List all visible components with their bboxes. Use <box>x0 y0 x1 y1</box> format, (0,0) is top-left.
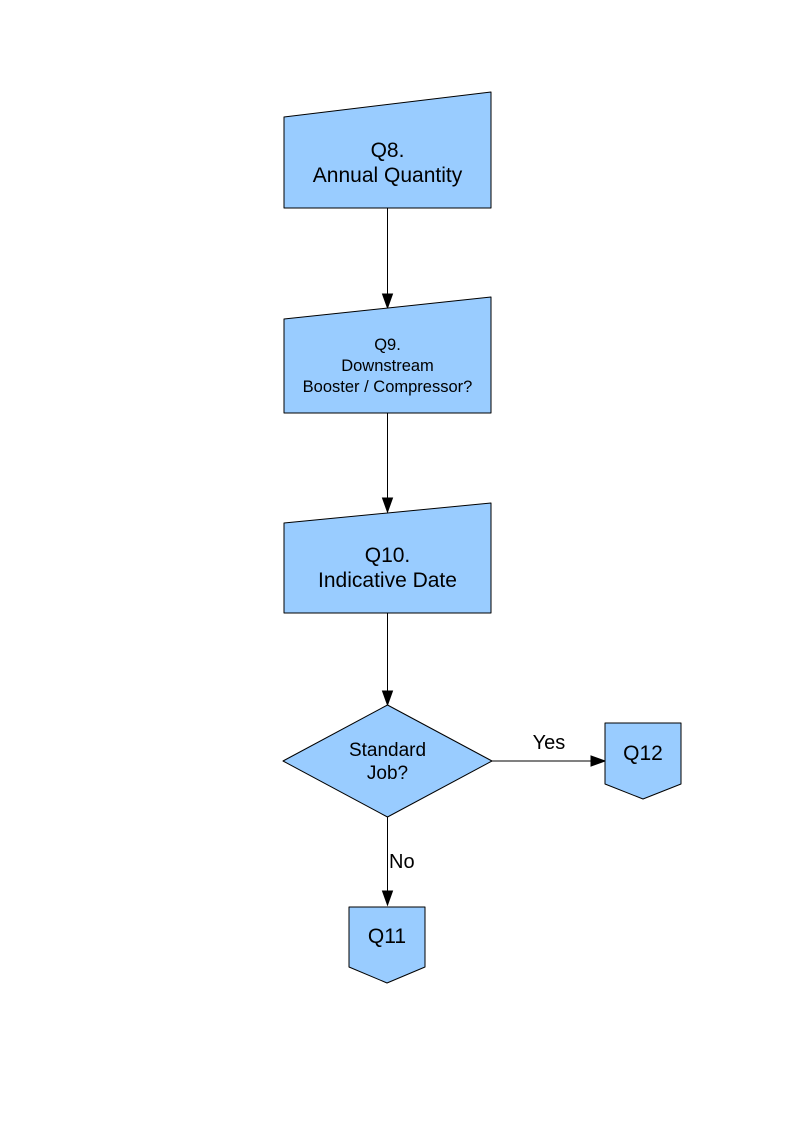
node-q11-shape <box>348 906 426 984</box>
arrow-decision-q12-head <box>590 755 607 767</box>
node-decision-shape <box>282 704 493 818</box>
connector-group <box>381 208 607 907</box>
arrow-q10-decision-head <box>381 690 394 707</box>
node-q8-shape <box>283 91 492 209</box>
node-q10-shape <box>283 502 492 614</box>
arrow-q8-q9-head <box>381 293 394 310</box>
arrow-q9-q10-head <box>381 497 394 514</box>
node-q12-shape <box>604 722 682 800</box>
node-group <box>282 91 682 984</box>
node-q9-shape <box>283 296 492 414</box>
arrow-decision-q11-head <box>381 890 394 907</box>
